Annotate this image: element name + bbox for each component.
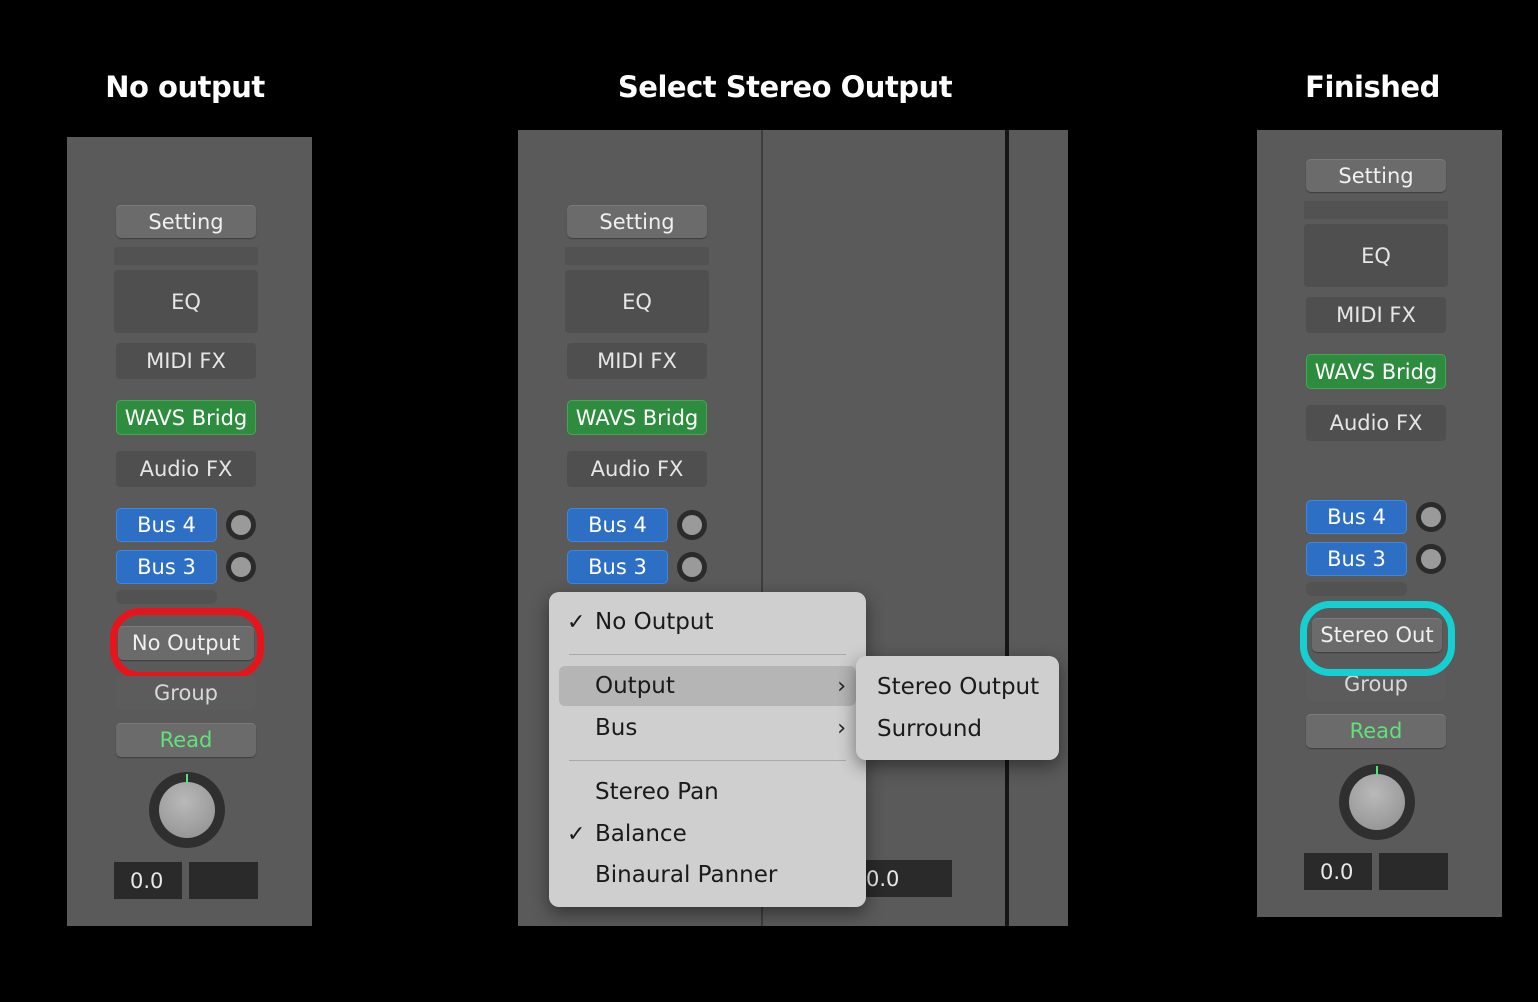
group-button[interactable]: Group xyxy=(116,676,256,710)
audio-fx-slot[interactable]: Audio FX xyxy=(116,451,256,487)
menu-item-label: Bus xyxy=(595,715,638,741)
send-bus-4[interactable]: Bus 4 xyxy=(567,508,668,542)
send-level-knob-bus-3[interactable] xyxy=(1416,544,1446,574)
output-context-menu: ✓ No Output Output › Bus › Stereo Pan ✓ … xyxy=(549,592,866,907)
peak-value[interactable] xyxy=(1379,853,1448,890)
eq-button[interactable]: EQ xyxy=(1304,224,1448,287)
output-button[interactable]: No Output xyxy=(118,626,254,660)
send-bus-3[interactable]: Bus 3 xyxy=(1306,542,1407,576)
output-button[interactable]: Stereo Out xyxy=(1312,618,1442,652)
menu-separator xyxy=(569,654,846,655)
send-bus-3[interactable]: Bus 3 xyxy=(567,550,668,584)
empty-slot[interactable] xyxy=(565,247,709,265)
highlight-ring-no-output xyxy=(110,608,264,679)
eq-button[interactable]: EQ xyxy=(114,270,258,333)
midi-fx-slot[interactable]: MIDI FX xyxy=(1306,297,1446,333)
pan-knob-indicator xyxy=(186,774,188,784)
midi-fx-slot[interactable]: MIDI FX xyxy=(116,343,256,379)
submenu-item-stereo-output[interactable]: Stereo Output xyxy=(862,667,1053,707)
send-bus-4[interactable]: Bus 4 xyxy=(1306,500,1407,534)
automation-mode-button[interactable]: Read xyxy=(1306,714,1446,748)
empty-send-slot[interactable] xyxy=(116,590,217,604)
submenu-item-surround[interactable]: Surround xyxy=(862,709,1053,749)
menu-item-label: Surround xyxy=(877,716,983,742)
output-submenu: Stereo Output Surround xyxy=(856,656,1059,760)
menu-item-balance[interactable]: ✓ Balance xyxy=(559,814,856,854)
audio-fx-slot[interactable]: Audio FX xyxy=(1306,405,1446,441)
menu-item-label: Stereo Pan xyxy=(595,779,719,805)
pan-knob-indicator xyxy=(1376,766,1378,776)
send-level-knob-bus-4[interactable] xyxy=(226,510,256,540)
peak-value[interactable] xyxy=(189,862,258,899)
chevron-right-icon: › xyxy=(837,673,846,699)
eq-button[interactable]: EQ xyxy=(565,270,709,333)
volume-value-next-strip[interactable]: 0.0 xyxy=(862,860,952,897)
send-bus-4[interactable]: Bus 4 xyxy=(116,508,217,542)
plugin-wavs-bridge[interactable]: WAVS Bridg xyxy=(116,400,256,435)
menu-item-bus[interactable]: Bus › xyxy=(559,708,856,748)
menu-item-label: Output xyxy=(595,673,675,699)
menu-item-binaural-panner[interactable]: Binaural Panner xyxy=(559,855,856,895)
heading-select-stereo-output: Select Stereo Output xyxy=(617,70,953,104)
checkmark-icon: ✓ xyxy=(567,821,586,847)
menu-item-label: Balance xyxy=(595,821,687,847)
checkmark-icon: ✓ xyxy=(567,609,586,635)
menu-item-label: Stereo Output xyxy=(877,674,1040,700)
midi-fx-slot[interactable]: MIDI FX xyxy=(567,343,707,379)
empty-send-slot[interactable] xyxy=(1306,582,1407,596)
menu-item-no-output[interactable]: ✓ No Output xyxy=(559,602,856,642)
plugin-wavs-bridge[interactable]: WAVS Bridg xyxy=(1306,354,1446,389)
volume-value[interactable]: 0.0 xyxy=(114,862,182,899)
send-level-knob-bus-4[interactable] xyxy=(1416,502,1446,532)
heading-finished: Finished xyxy=(1305,70,1440,104)
volume-value[interactable]: 0.0 xyxy=(1304,853,1372,890)
empty-slot[interactable] xyxy=(114,247,258,265)
menu-item-label: No Output xyxy=(595,609,714,635)
menu-item-label: Binaural Panner xyxy=(595,862,778,888)
setting-button[interactable]: Setting xyxy=(116,205,256,238)
send-bus-3[interactable]: Bus 3 xyxy=(116,550,217,584)
send-level-knob-bus-4[interactable] xyxy=(677,510,707,540)
empty-slot[interactable] xyxy=(1304,201,1448,219)
automation-mode-button[interactable]: Read xyxy=(116,723,256,757)
menu-item-stereo-pan[interactable]: Stereo Pan xyxy=(559,772,856,812)
highlight-ring-stereo-out xyxy=(1300,601,1455,676)
setting-button[interactable]: Setting xyxy=(1306,159,1446,192)
audio-fx-slot[interactable]: Audio FX xyxy=(567,451,707,487)
pan-knob[interactable] xyxy=(1339,764,1415,840)
strip-divider xyxy=(761,130,763,926)
heading-no-output: No output xyxy=(105,70,265,104)
menu-separator xyxy=(569,760,846,761)
send-level-knob-bus-3[interactable] xyxy=(677,552,707,582)
plugin-wavs-bridge[interactable]: WAVS Bridg xyxy=(567,400,707,435)
send-level-knob-bus-3[interactable] xyxy=(226,552,256,582)
setting-button[interactable]: Setting xyxy=(567,205,707,238)
strip-divider xyxy=(1005,130,1009,926)
pan-knob[interactable] xyxy=(149,772,225,848)
menu-item-output[interactable]: Output › xyxy=(559,666,856,706)
chevron-right-icon: › xyxy=(837,715,846,741)
